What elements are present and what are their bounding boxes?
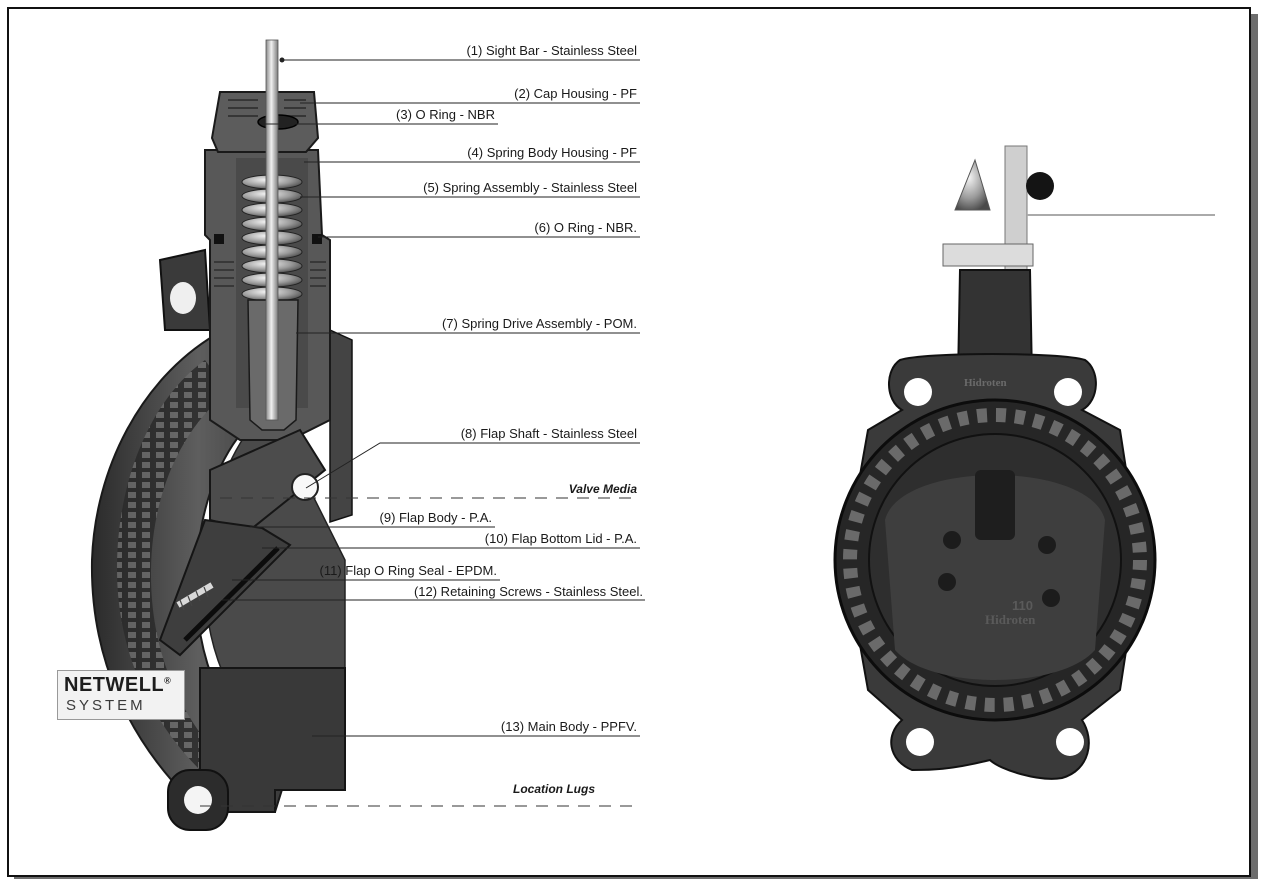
leader-dot-1: [279, 57, 285, 63]
label-valve-media: Valve Media: [569, 482, 638, 496]
indicator-cone: [954, 158, 991, 211]
label-flap-o-ring-seal: (11) Flap O Ring Seal - EPDM.: [320, 563, 497, 578]
flap-body: [209, 428, 327, 532]
leader-lines: [222, 59, 645, 737]
reference-lines: [200, 497, 640, 807]
label-cap-housing: (2) Cap Housing - PF: [514, 86, 637, 101]
side-flange: [329, 328, 353, 524]
frame-shadow-right: [1250, 14, 1258, 879]
label-spring-body-housing: (4) Spring Body Housing - PF: [467, 145, 637, 160]
indicator-nut: [942, 243, 1034, 267]
flap-boss-4: [1042, 589, 1060, 607]
cutaway-valve-illustration: [90, 39, 353, 831]
netwell-logo: NETWELL® SYSTEM: [57, 670, 185, 720]
logo-registered-mark: ®: [164, 675, 172, 686]
valve-ring-ribs: [843, 408, 1147, 712]
indicator-knob: [1026, 172, 1054, 200]
neck-brand-mark: Hidroten: [964, 377, 1007, 389]
label-location-lugs: Location Lugs: [513, 782, 595, 796]
flap-brand-mark: Hidroten: [985, 612, 1036, 627]
label-flap-body: (9) Flap Body - P.A.: [380, 510, 492, 525]
logo-brand-text: NETWELL: [64, 674, 165, 696]
body-rib-band: [116, 360, 228, 770]
valve-flap: [885, 475, 1105, 680]
label-retaining-screws: (12) Retaining Screws - Stainless Steel.: [414, 584, 643, 599]
flap-shaft: [291, 473, 319, 501]
flap-boss-2: [1038, 536, 1056, 554]
logo-subtitle: SYSTEM: [66, 697, 146, 714]
label-spring-drive-assembly: (7) Spring Drive Assembly - POM.: [442, 316, 637, 331]
upper-lug-hole: [170, 282, 196, 314]
flap-boss-1: [938, 573, 956, 591]
o-ring-side-right: [312, 234, 322, 244]
o-ring-side-left: [214, 234, 224, 244]
flap-boss-3: [943, 531, 961, 549]
label-sight-bar: (1) Sight Bar - Stainless Steel: [466, 43, 637, 58]
leader-8: [305, 442, 640, 489]
sight-bar: [265, 39, 279, 421]
flap-hinge: [975, 470, 1015, 540]
bolt-hole-br: [1056, 728, 1084, 756]
label-o-ring-side: (6) O Ring - NBR.: [534, 220, 637, 235]
flap-size-mark: 110: [1012, 598, 1033, 613]
callout-labels: (1) Sight Bar - Stainless Steel (2) Cap …: [320, 43, 643, 796]
assembled-valve-illustration: 110 Hidroten Hidroten: [833, 145, 1215, 780]
bolt-hole-bl: [906, 728, 934, 756]
bolt-hole-tr: [1054, 378, 1082, 406]
bolt-hole-tl: [904, 378, 932, 406]
body-threads: [214, 261, 326, 287]
label-flap-bottom-lid: (10) Flap Bottom Lid - P.A.: [485, 531, 637, 546]
cap-threads: [228, 99, 306, 117]
label-o-ring-top: (3) O Ring - NBR: [396, 107, 495, 122]
retaining-screw: [176, 582, 214, 611]
logo-brand: NETWELL®: [64, 674, 171, 697]
label-main-body: (13) Main Body - PPFV.: [501, 719, 637, 734]
label-flap-shaft: (8) Flap Shaft - Stainless Steel: [461, 426, 637, 441]
flap-o-ring-seal: [183, 546, 280, 642]
lower-lug-hole: [184, 786, 212, 814]
label-spring-assembly: (5) Spring Assembly - Stainless Steel: [423, 180, 637, 195]
